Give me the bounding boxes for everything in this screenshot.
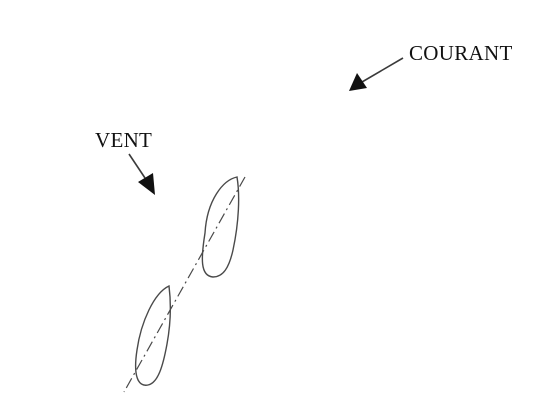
centerline <box>123 176 246 393</box>
current-arrow <box>349 57 404 91</box>
current-label: COURANT <box>409 41 513 65</box>
lower-vessel-hull <box>134 284 172 386</box>
upper-vessel-hull <box>201 176 240 278</box>
wind-label: VENT <box>95 128 153 152</box>
wind-arrow <box>128 153 155 195</box>
